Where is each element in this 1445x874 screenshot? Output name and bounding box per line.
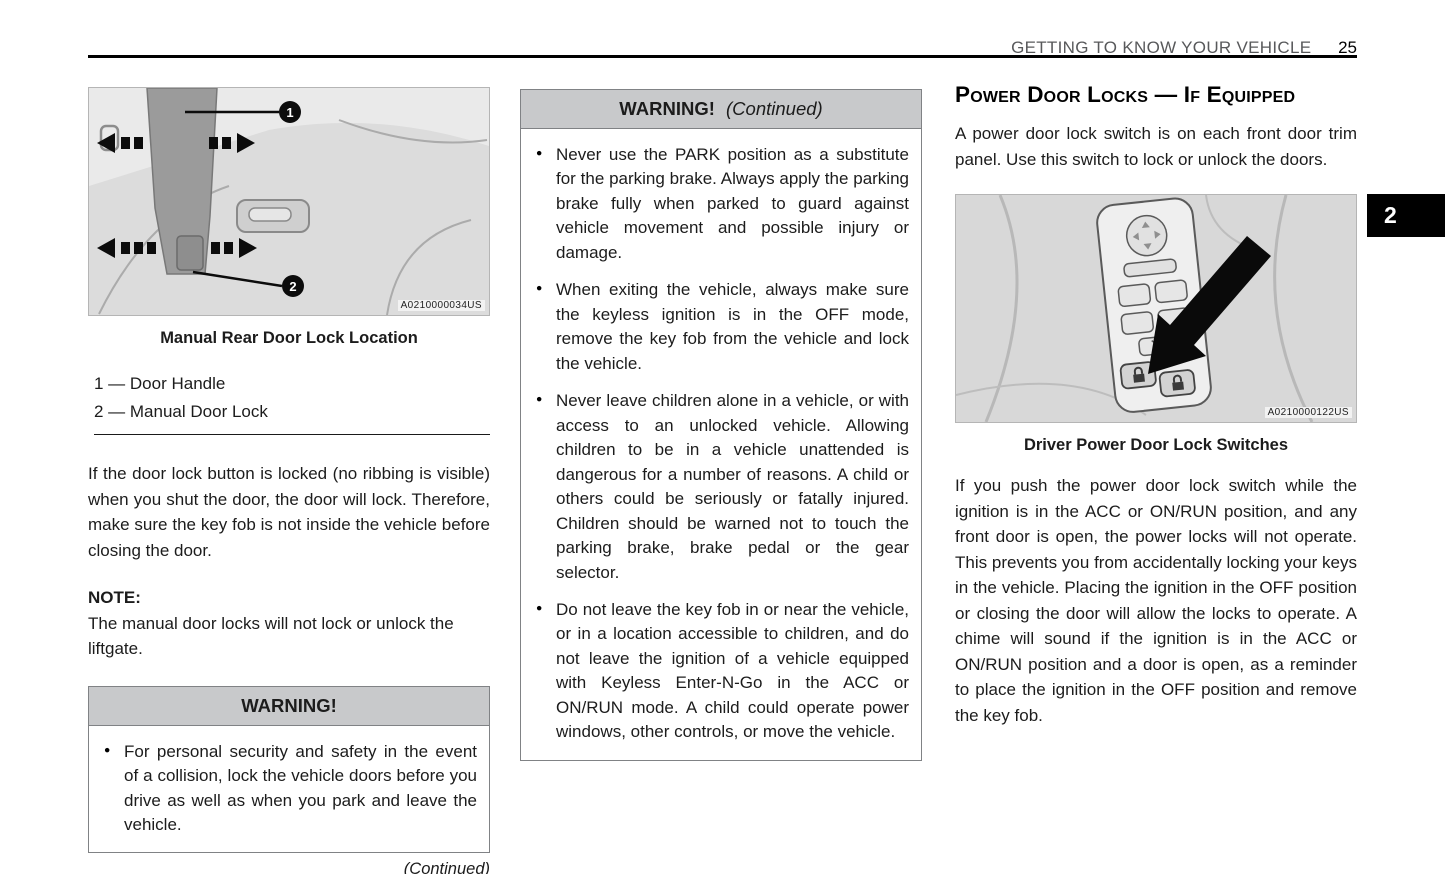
figure-power-door-lock-switches: A0210000122US [955,194,1357,423]
warning-bullet: Do not leave the key fob in or near the … [529,598,909,745]
figure-manual-rear-door-lock: 1 2 A0210000034US [88,87,490,316]
warning-box-left: WARNING! For personal security and safet… [88,685,490,854]
power-door-locks-paragraph-2: If you push the power door lock switch w… [955,476,1357,725]
note-text: The manual door locks will not lock or u… [88,613,454,659]
section-tab-number: 2 [1384,202,1397,228]
figure1-id-label: A0210000034US [397,300,485,311]
warning-box-continued-header: WARNING! (Continued) [521,90,921,129]
continued-marker: (Continued) [403,860,490,874]
door-switch-illustration [956,195,1356,422]
warning-box-continued: WARNING! (Continued) Never use the PARK … [520,89,922,761]
warning-title: WARNING! [241,694,337,716]
power-door-locks-paragraph-1: A power door lock switch is on each fron… [955,124,1357,169]
warning-box-left-header: WARNING! [89,686,489,726]
page-number: 25 [1338,38,1357,57]
section-heading-power-door-locks: Power Door Locks — If Equipped [955,82,1296,107]
figure2-id-label: A0210000122US [1264,407,1352,418]
door-lock-paragraph: If the door lock button is locked (no ri… [88,464,490,560]
note-label: NOTE: [88,588,141,608]
legend-item-manual-door-lock: 2 — Manual Door Lock [94,401,268,421]
pointer-arrow-icon [1148,236,1271,374]
figure1-caption: Manual Rear Door Lock Location [160,329,418,347]
warning-title: WARNING! [619,98,715,119]
legend-item-door-handle: 1 — Door Handle [94,374,226,393]
warning-bullet: Never use the PARK position as a substit… [529,143,909,265]
warning-title-suffix: (Continued) [726,98,823,119]
warning-bullet: When exiting the vehicle, always make su… [529,278,909,376]
warning-box-left-body: For personal security and safety in the … [89,726,489,853]
section-tab: 2 [1367,194,1445,237]
warning-bullet: Never leave children alone in a vehicle,… [529,389,909,585]
right-column: Power Door Locks — If Equipped A power d… [955,82,1357,745]
left-column: 1 2 A0210000034US Manual Rear Door Lock … [88,87,490,874]
warning-box-continued-body: Never use the PARK position as a substit… [521,129,921,760]
figure1-legend: 1 — Door Handle 2 — Manual Door Lock [88,370,490,436]
callout-1-icon: 1 [286,105,293,120]
callout-2-icon: 2 [289,279,296,294]
warning-bullet: For personal security and safety in the … [97,740,477,838]
note-block: NOTE: The manual door locks will not loc… [88,585,490,662]
figure2-caption: Driver Power Door Lock Switches [1023,436,1289,454]
legend-divider [94,434,490,436]
running-header-title: GETTING TO KNOW YOUR VEHICLE [1011,38,1312,57]
header-rule [88,55,1357,58]
running-header: GETTING TO KNOW YOUR VEHICLE 25 [1011,38,1357,58]
door-lock-illustration: 1 2 [89,88,489,315]
middle-column: WARNING! (Continued) Never use the PARK … [520,89,922,761]
